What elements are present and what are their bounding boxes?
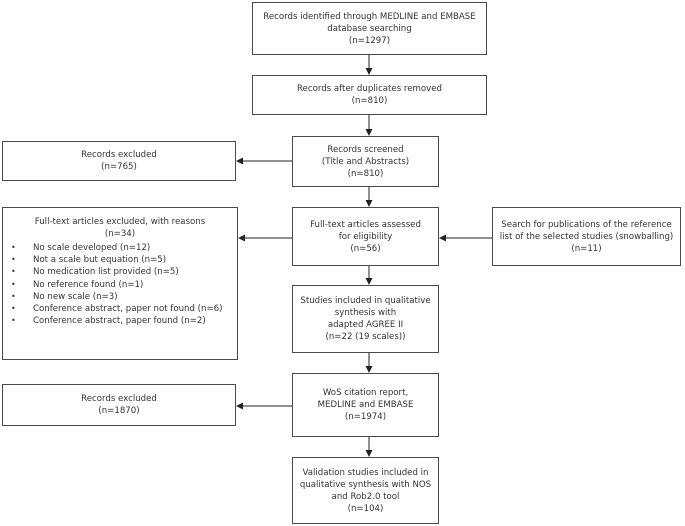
box-line: (n=56) — [350, 243, 381, 254]
box-line: Search for publications of the reference — [501, 219, 672, 230]
bullet-icon: • — [11, 255, 16, 265]
box-line: Records excluded — [81, 394, 157, 404]
box-line: (n=1870) — [98, 406, 140, 416]
bullet-icon: • — [11, 279, 16, 289]
box-records-excluded-2: Records excluded (n=1870) — [2, 384, 236, 426]
box-line: synthesis with — [334, 308, 397, 318]
box-line: Records after duplicates removed — [296, 84, 443, 94]
box-line: and Rob2.0 tool — [331, 491, 400, 502]
box-line: Studies included in qualitative — [300, 296, 431, 306]
box-line: (Title and Abstracts) — [321, 156, 410, 167]
box-line: adapted AGREE II — [327, 320, 404, 330]
box-line: list of the selected studies (snowballin… — [499, 231, 674, 242]
box-line: (n=11) — [571, 243, 602, 254]
box-line: Full-text articles excluded, with reason… — [34, 217, 206, 227]
reason-text: No reference found (n=1) — [33, 279, 144, 290]
list-item: • No medication list provided (n=5) — [7, 266, 233, 278]
list-item: • Conference abstract, paper not found (n… — [7, 303, 233, 315]
box-line: qualitative synthesis with NOS — [299, 479, 432, 490]
box-line: (n=104) — [347, 503, 384, 514]
box-fulltext-excluded: Full-text articles excluded, with reason… — [2, 207, 238, 360]
box-line: Validation studies included in — [302, 467, 429, 478]
box-line: (n=765) — [101, 162, 137, 172]
list-item: • Conference abstract, paper found (n=2) — [7, 315, 233, 327]
box-line: (n=1974) — [344, 412, 387, 422]
bullet-icon: • — [11, 243, 16, 252]
list-item: • No reference found (n=1) — [7, 279, 233, 291]
box-line: Records screened — [327, 144, 404, 155]
box-records-screened: Records screened (Title and Abstracts) (… — [292, 136, 439, 187]
box-line: MEDLINE and EMBASE — [317, 400, 414, 410]
bullet-icon: • — [11, 291, 16, 301]
box-snowballing: Search for publications of the reference… — [492, 207, 681, 266]
list-item: • Not a scale but equation (n=5) — [7, 254, 233, 266]
box-line: (n=34) — [104, 229, 136, 239]
box-fulltext-assessed: Full-text articles assessed for eligibil… — [292, 207, 439, 266]
box-line: Records excluded — [81, 150, 157, 160]
bullet-icon: • — [11, 267, 16, 277]
bullet-icon: • — [11, 304, 16, 314]
box-line: (n=810) — [347, 168, 384, 179]
reason-text: No medication list provided (n=5) — [33, 267, 179, 278]
box-validation-studies: Validation studies included in qualitati… — [292, 457, 439, 524]
box-line: (n=22 (19 scales)) — [325, 332, 406, 342]
box-wos-citation: WoS citation report, MEDLINE and EMBASE … — [292, 373, 439, 437]
box-after-duplicates: Records after duplicates removed (n=810) — [252, 75, 487, 115]
bullet-icon: • — [11, 316, 16, 326]
box-line: (n=1297) — [348, 35, 391, 46]
reason-text: Conference abstract, paper found (n=2) — [33, 316, 206, 327]
reason-text: No new scale (n=3) — [33, 291, 118, 302]
reason-text: No scale developed (n=12) — [33, 243, 151, 253]
reason-text: Not a scale but equation (n=5) — [33, 255, 167, 266]
box-line: Full-text articles assessed — [310, 219, 421, 230]
exclusion-reasons-list: • No scale developed (n=12) • Not a scale … — [7, 242, 233, 327]
box-records-excluded-1: Records excluded (n=765) — [2, 141, 236, 181]
box-line: for eligibility — [338, 231, 393, 242]
box-line: (n=810) — [351, 96, 388, 106]
box-studies-included: Studies included in qualitative synthesi… — [292, 285, 439, 353]
list-item: • No new scale (n=3) — [7, 291, 233, 303]
reason-text: Conference abstract, paper not found (n=… — [33, 304, 223, 315]
box-line: Records identified through MEDLINE and E… — [263, 11, 476, 22]
box-records-identified: Records identified through MEDLINE and E… — [252, 2, 487, 55]
list-item: • No scale developed (n=12) — [7, 242, 233, 254]
box-line: database searching — [327, 23, 412, 34]
box-line: WoS citation report, — [322, 388, 409, 398]
